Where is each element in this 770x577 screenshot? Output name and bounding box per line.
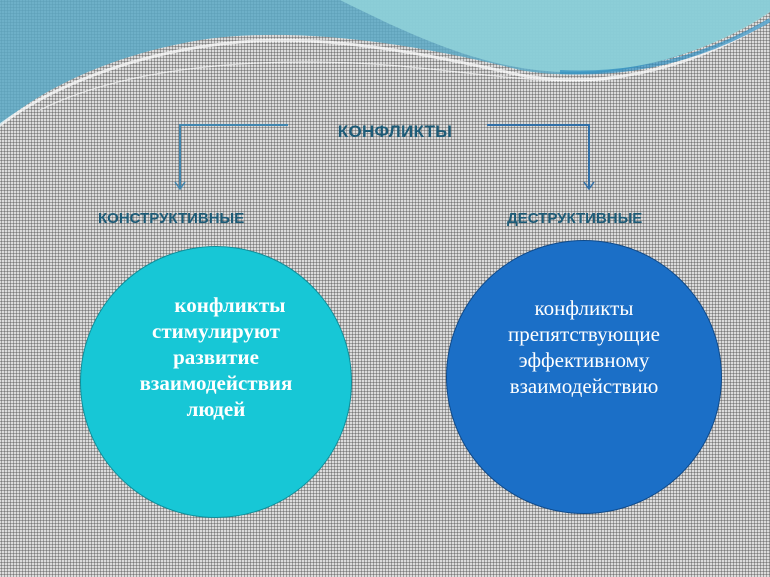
constructive-label: КОНСТРУКТИВНЫЕ — [98, 210, 245, 227]
description-line: конфликты — [534, 295, 634, 320]
description-line: конфликты — [174, 292, 286, 317]
diagram-title: КОНФЛИКТЫ — [337, 122, 453, 141]
description-line: взаимодействию — [509, 374, 659, 399]
destructive-label: ДЕСТРУКТИВНЫЕ — [507, 210, 643, 227]
description-line: людей — [186, 397, 246, 422]
constructive-circle: конфликты стимулируют развитие взаимодей… — [80, 246, 352, 518]
description-line: стимулируют — [152, 318, 280, 343]
description-line: препятствующие — [507, 321, 660, 346]
decorative-wave-banner — [0, 0, 770, 127]
destructive-description: конфликты препятствующие эффективному вз… — [508, 295, 660, 399]
description-line: развитие — [173, 344, 259, 369]
description-line: эффективному — [518, 348, 650, 372]
destructive-circle: конфликты препятствующие эффективному вз… — [446, 240, 722, 514]
constructive-description: конфликты стимулируют развитие взаимодей… — [140, 292, 293, 422]
description-line: взаимодействия — [139, 371, 293, 396]
